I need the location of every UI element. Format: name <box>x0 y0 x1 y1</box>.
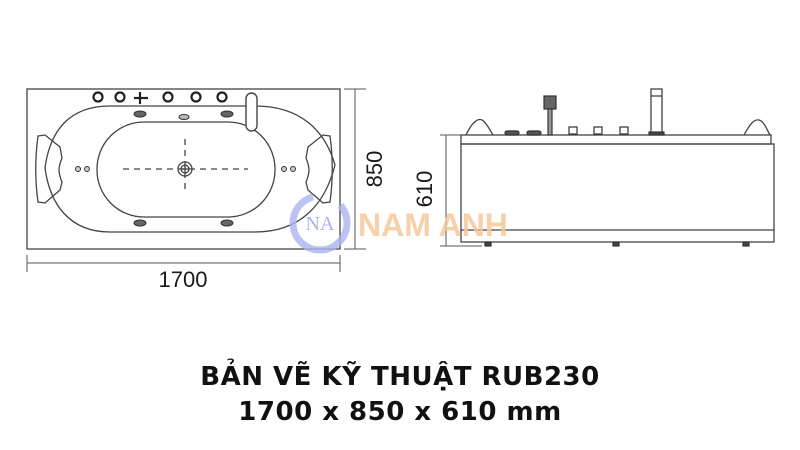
jet-icon <box>220 219 234 227</box>
knob-icon <box>190 91 202 103</box>
jet-icon <box>84 166 90 172</box>
headrest-left <box>35 134 63 204</box>
watermark-brand: NAM ANH <box>358 207 508 243</box>
foot-icon <box>484 241 492 247</box>
headrest-side-left <box>465 118 494 136</box>
tub-basin-outline <box>44 105 336 233</box>
foot-icon <box>742 241 750 247</box>
headrest-side-right <box>743 119 771 136</box>
jet-icon <box>133 219 147 227</box>
jet-icon <box>178 114 190 120</box>
knob-icon <box>162 91 174 103</box>
knob-side-icon <box>619 126 629 135</box>
control-knobs <box>92 91 228 103</box>
technical-drawing: 1700 850 610 NA NAM ANH <box>26 88 775 292</box>
depth-dimension-label: 850 <box>362 151 387 188</box>
watermark-logo-letters: NA <box>306 213 335 235</box>
drain-icon <box>177 161 193 177</box>
height-dimension-label: 610 <box>412 171 437 208</box>
tub-rim-side <box>460 134 772 145</box>
tub-inner-oval <box>96 121 276 218</box>
jets <box>75 110 296 227</box>
jet-icon <box>281 166 287 172</box>
plus-icon <box>134 92 148 104</box>
headrest-right <box>305 134 333 204</box>
tub-body-side <box>460 143 775 243</box>
jet-icon <box>133 110 147 118</box>
jet-icon <box>75 166 81 172</box>
foot-icon <box>612 241 620 247</box>
width-dimension-label: 1700 <box>159 267 208 292</box>
tub-outer-rim <box>26 88 341 250</box>
jet-icon <box>290 166 296 172</box>
drawing-title: BẢN VẼ KỸ THUẬT RUB230 <box>200 362 600 392</box>
side-view <box>460 118 775 243</box>
knob-icon <box>216 91 228 103</box>
knob-icon <box>92 91 104 103</box>
knob-side-icon <box>568 126 578 135</box>
dimension-lines-top <box>26 88 366 272</box>
jet-icon <box>220 110 234 118</box>
jet-side-icon <box>504 130 520 136</box>
side-fixtures <box>484 88 750 247</box>
watermark: NA NAM ANH <box>289 192 508 254</box>
watermark-logo-ring <box>289 192 351 254</box>
drawing-dimensions: 1700 x 850 x 610 mm <box>238 397 562 427</box>
shower-handle <box>245 92 258 132</box>
knob-side-icon <box>593 126 603 135</box>
control-panel-icon <box>543 95 557 110</box>
dimension-lines-side <box>440 134 482 247</box>
jet-side-icon <box>526 130 542 136</box>
knob-icon <box>114 91 126 103</box>
top-view <box>26 88 341 250</box>
